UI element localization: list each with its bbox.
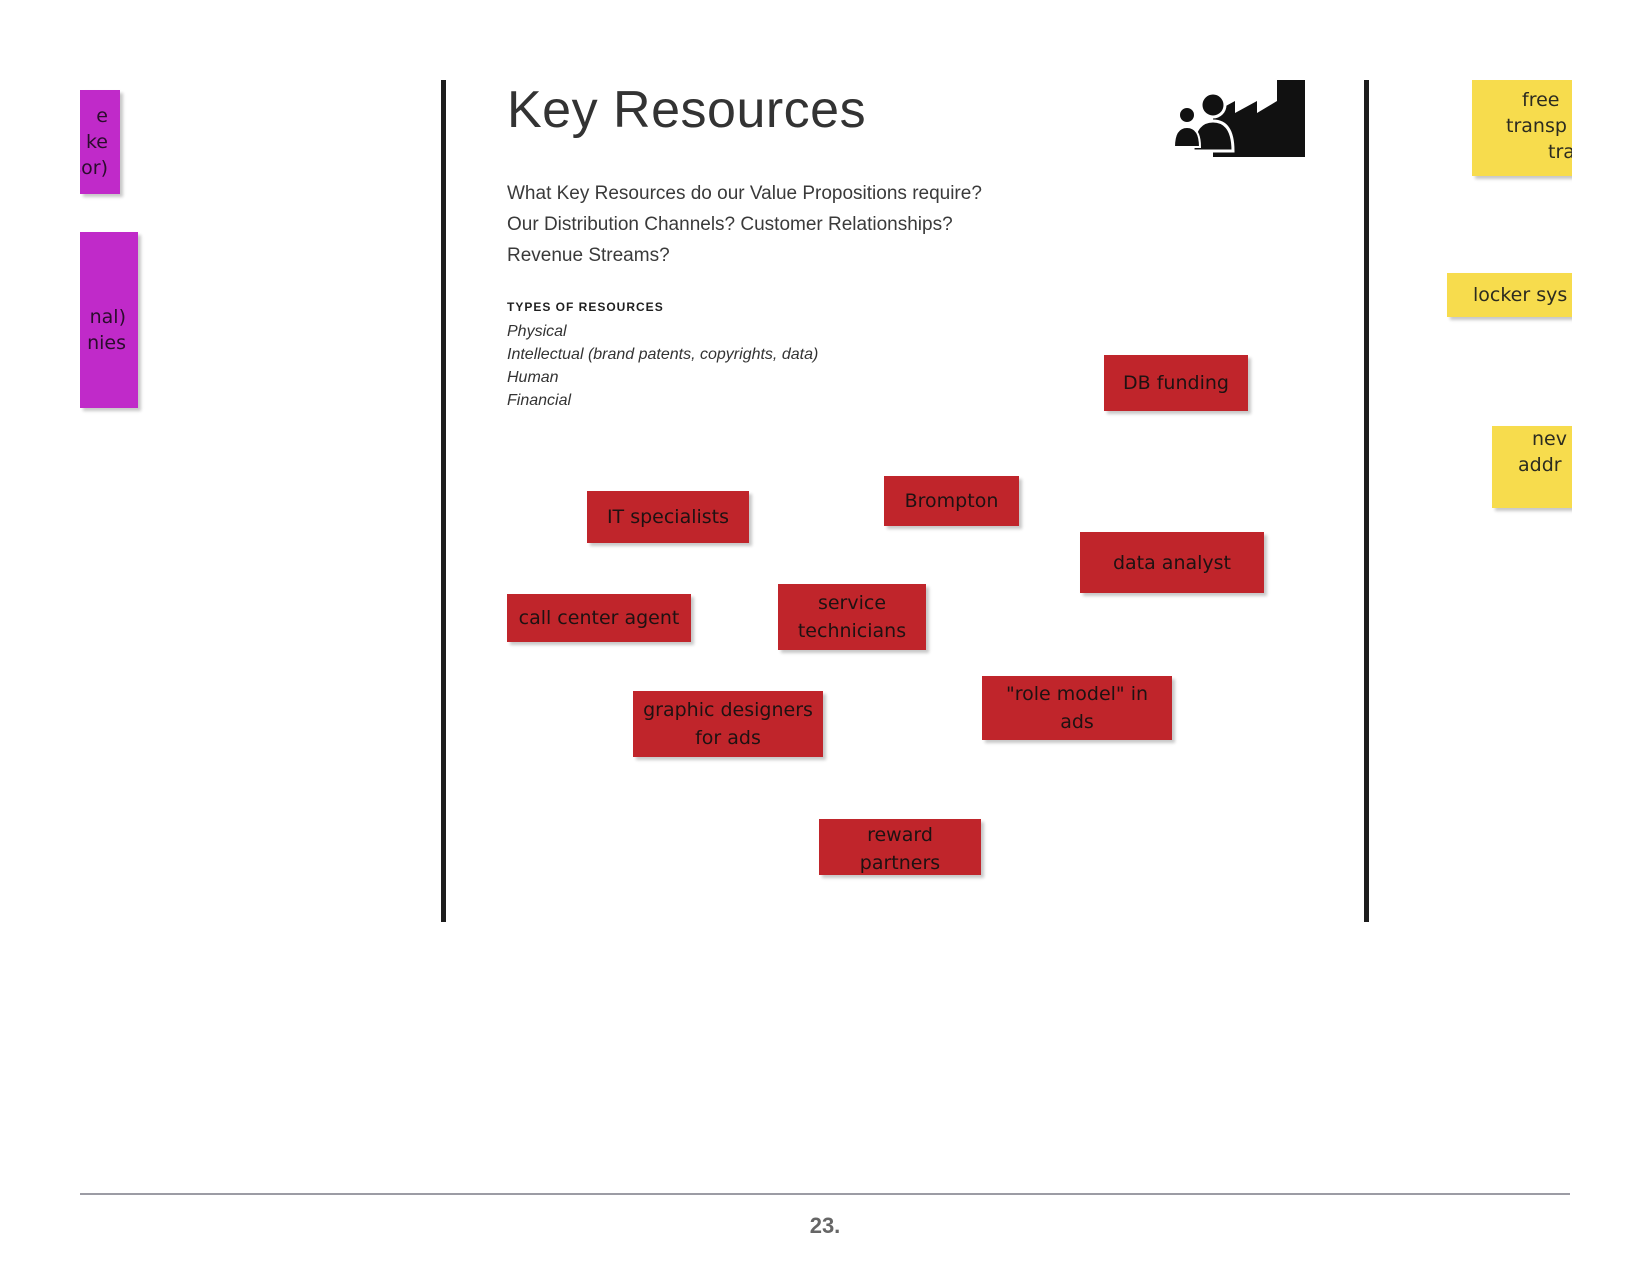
types-heading: TYPES OF RESOURCES <box>507 300 664 314</box>
sticky-text: nal) nies <box>87 304 126 356</box>
type-item: Intellectual (brand patents, copyrights,… <box>507 346 819 363</box>
section-divider-left <box>441 80 446 922</box>
sticky-note-magenta-1[interactable]: e ke sor) <box>80 90 120 194</box>
page-number: 23. <box>809 1213 841 1238</box>
sticky-note-data-analyst[interactable]: data analyst <box>1080 532 1264 593</box>
types-list: Physical Intellectual (brand patents, co… <box>507 320 818 412</box>
sticky-note-db-funding[interactable]: DB funding <box>1104 355 1248 411</box>
sticky-line: nal) <box>89 306 126 328</box>
footer-divider <box>80 1193 1570 1195</box>
section-title: Key Resources <box>507 81 867 139</box>
sticky-line: graphic designers <box>643 699 813 721</box>
sticky-line: partners <box>859 852 941 874</box>
sticky-line: tra <box>1548 141 1572 163</box>
sticky-line: reward <box>867 824 933 846</box>
sticky-note-yellow-3[interactable]: nev addr <box>1492 426 1572 508</box>
sticky-text: e ke sor) <box>80 103 108 181</box>
sticky-line: locker sys <box>1473 284 1568 306</box>
sticky-line: "role model" in <box>1005 683 1149 705</box>
sticky-line: IT specialists <box>606 506 730 528</box>
sticky-line: addr <box>1518 454 1562 476</box>
sticky-line: ads <box>1060 711 1094 733</box>
sticky-line: data analyst <box>1112 551 1232 574</box>
sticky-line: DB funding <box>1123 372 1229 394</box>
sticky-note-call-center-agent[interactable]: call center agent <box>507 594 691 642</box>
sticky-note-yellow-1[interactable]: free transp tra <box>1472 80 1572 176</box>
sticky-line: free <box>1522 89 1560 111</box>
sticky-line: nev <box>1532 428 1567 450</box>
question-line: Our Distribution Channels? Customer Rela… <box>507 214 953 235</box>
sticky-note-reward-partners[interactable]: reward partners <box>819 819 981 875</box>
type-item: Financial <box>507 392 572 409</box>
sticky-line: call center agent <box>518 607 680 629</box>
sticky-line: technicians <box>797 620 907 642</box>
sticky-line: service <box>817 592 887 614</box>
sticky-note-role-model[interactable]: "role model" in ads <box>982 676 1172 740</box>
key-resources-section: e ke sor) nal) nies Key Resources <box>80 80 1572 922</box>
sticky-line: for ads <box>695 727 761 749</box>
section-divider-right <box>1364 80 1369 922</box>
sticky-note-yellow-2[interactable]: locker sys <box>1447 273 1572 317</box>
sticky-note-brompton[interactable]: Brompton <box>884 476 1019 526</box>
canvas-board: e ke sor) nal) nies Key Resources <box>80 0 1572 1190</box>
key-resources-people-factory-icon <box>1173 80 1305 157</box>
section-question: What Key Resources do our Value Proposit… <box>507 178 1127 271</box>
sticky-note-it-specialists[interactable]: IT specialists <box>587 491 749 543</box>
type-item: Physical <box>507 323 567 340</box>
sticky-line: transp <box>1506 115 1567 137</box>
sticky-line: ke <box>85 131 108 153</box>
sticky-line: e <box>96 105 108 127</box>
type-item: Human <box>507 369 559 386</box>
sticky-note-magenta-2[interactable]: nal) nies <box>80 232 138 408</box>
question-line: What Key Resources do our Value Proposit… <box>507 183 982 204</box>
sticky-line: sor) <box>80 157 108 179</box>
sticky-line: nies <box>87 332 126 354</box>
sticky-note-service-technicians[interactable]: service technicians <box>778 584 926 650</box>
sticky-line: Brompton <box>904 490 999 512</box>
question-line: Revenue Streams? <box>507 245 670 266</box>
sticky-note-graphic-designers[interactable]: graphic designers for ads <box>633 691 823 757</box>
